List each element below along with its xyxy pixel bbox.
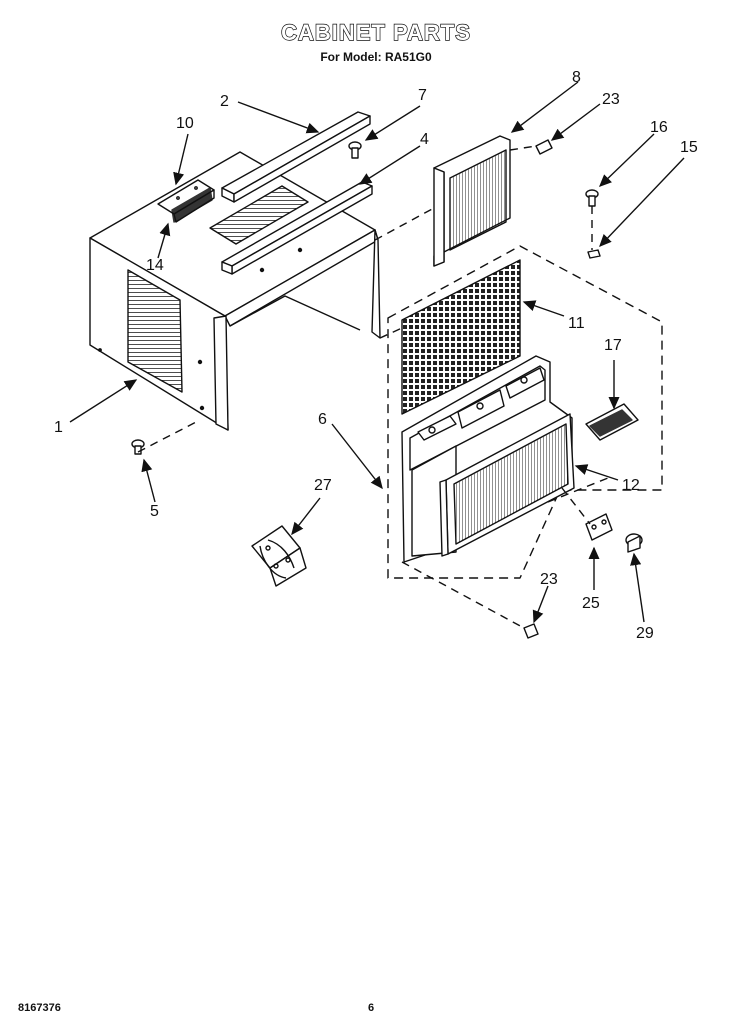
side-curtain-part-8 (433, 135, 511, 267)
screw-part-23-upper (535, 139, 553, 155)
screw-part-5 (131, 439, 145, 455)
callout-2: 2 (220, 93, 229, 110)
front-grille-part-12 (439, 413, 575, 557)
callout-4: 4 (420, 131, 429, 148)
callout-16: 16 (650, 119, 668, 136)
document-number: 8167376 (18, 1002, 61, 1014)
callout-29: 29 (636, 625, 654, 642)
callout-arrows (69, 81, 685, 624)
screw-part-16 (585, 189, 599, 207)
clip-part-15 (587, 249, 601, 259)
callout-23-lower: 23 (540, 571, 558, 588)
callout-7: 7 (418, 87, 427, 104)
top-bracket-part-10 (157, 179, 215, 223)
label-part-25 (585, 513, 613, 541)
callout-25: 25 (582, 595, 600, 612)
callout-14: 14 (146, 257, 164, 274)
front-assembly-group-outline (387, 245, 663, 579)
top-rail-part-2 (221, 111, 371, 203)
install-kit-part-27 (251, 525, 307, 587)
callout-11: 11 (568, 315, 585, 332)
callout-23-upper: 23 (602, 91, 620, 108)
callout-6: 6 (318, 411, 327, 428)
callout-12: 12 (622, 477, 640, 494)
filter-part-11 (401, 259, 521, 415)
dashed-assembly-lines (137, 145, 609, 629)
callout-27: 27 (314, 477, 332, 494)
screw-part-23-lower (523, 623, 539, 639)
screw-part-7 (348, 141, 362, 159)
callout-5: 5 (150, 503, 159, 520)
callout-1: 1 (54, 419, 63, 436)
knob-part-17 (585, 403, 639, 441)
page-number: 6 (368, 1002, 375, 1014)
callout-8: 8 (572, 69, 581, 86)
knob-part-29 (625, 533, 643, 553)
callout-10: 10 (176, 115, 194, 132)
callout-15: 15 (680, 139, 698, 156)
page-title: CABINET PARTS (280, 19, 471, 45)
callout-17: 17 (604, 337, 622, 354)
model-subtitle: For Model: RA51G0 (320, 50, 432, 64)
rail-part-4 (221, 181, 373, 275)
